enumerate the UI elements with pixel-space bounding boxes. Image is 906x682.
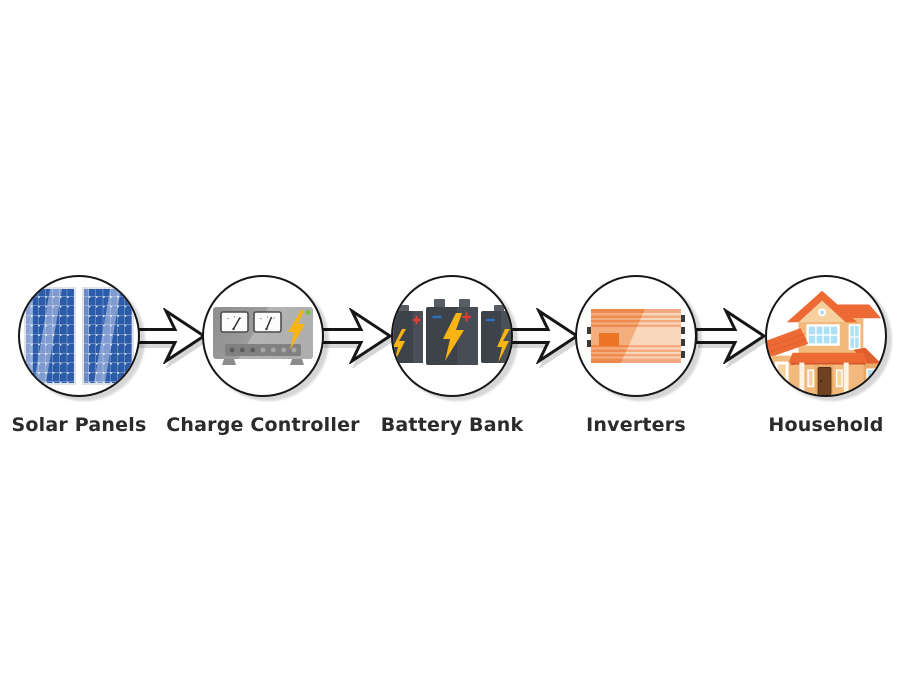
flow-arrow-right-icon (695, 308, 767, 364)
house-icon (767, 290, 885, 395)
inverter-icon (587, 309, 685, 363)
led-indicator (305, 309, 311, 316)
node-circle (575, 275, 697, 397)
charge-controller-icon (213, 307, 313, 365)
flow-arrow-right-icon (135, 308, 207, 364)
node-label: Battery Bank (380, 414, 524, 436)
node-circle (765, 275, 887, 397)
flow-arrow-right-icon (508, 308, 580, 364)
node-label: Household (768, 414, 884, 436)
node-solar-panels: Solar Panels (0, 275, 189, 436)
node-charge-controller: Charge Controller (153, 275, 373, 436)
solar-panels-icon (24, 287, 134, 385)
node-label: Charge Controller (166, 414, 360, 436)
node-battery-bank: Battery Bank (342, 275, 562, 436)
node-circle (18, 275, 140, 397)
node-inverters: Inverters (526, 275, 746, 436)
lightning-bolt-icon (288, 310, 305, 350)
node-label: Solar Panels (11, 414, 147, 436)
node-circle (391, 275, 513, 397)
node-label: Inverters (586, 414, 686, 436)
flow-arrow-right-icon (321, 308, 393, 364)
lightning-bolt-icon (443, 313, 464, 361)
node-household: Household (716, 275, 906, 436)
node-circle (202, 275, 324, 397)
battery-bank-icon (393, 299, 511, 365)
